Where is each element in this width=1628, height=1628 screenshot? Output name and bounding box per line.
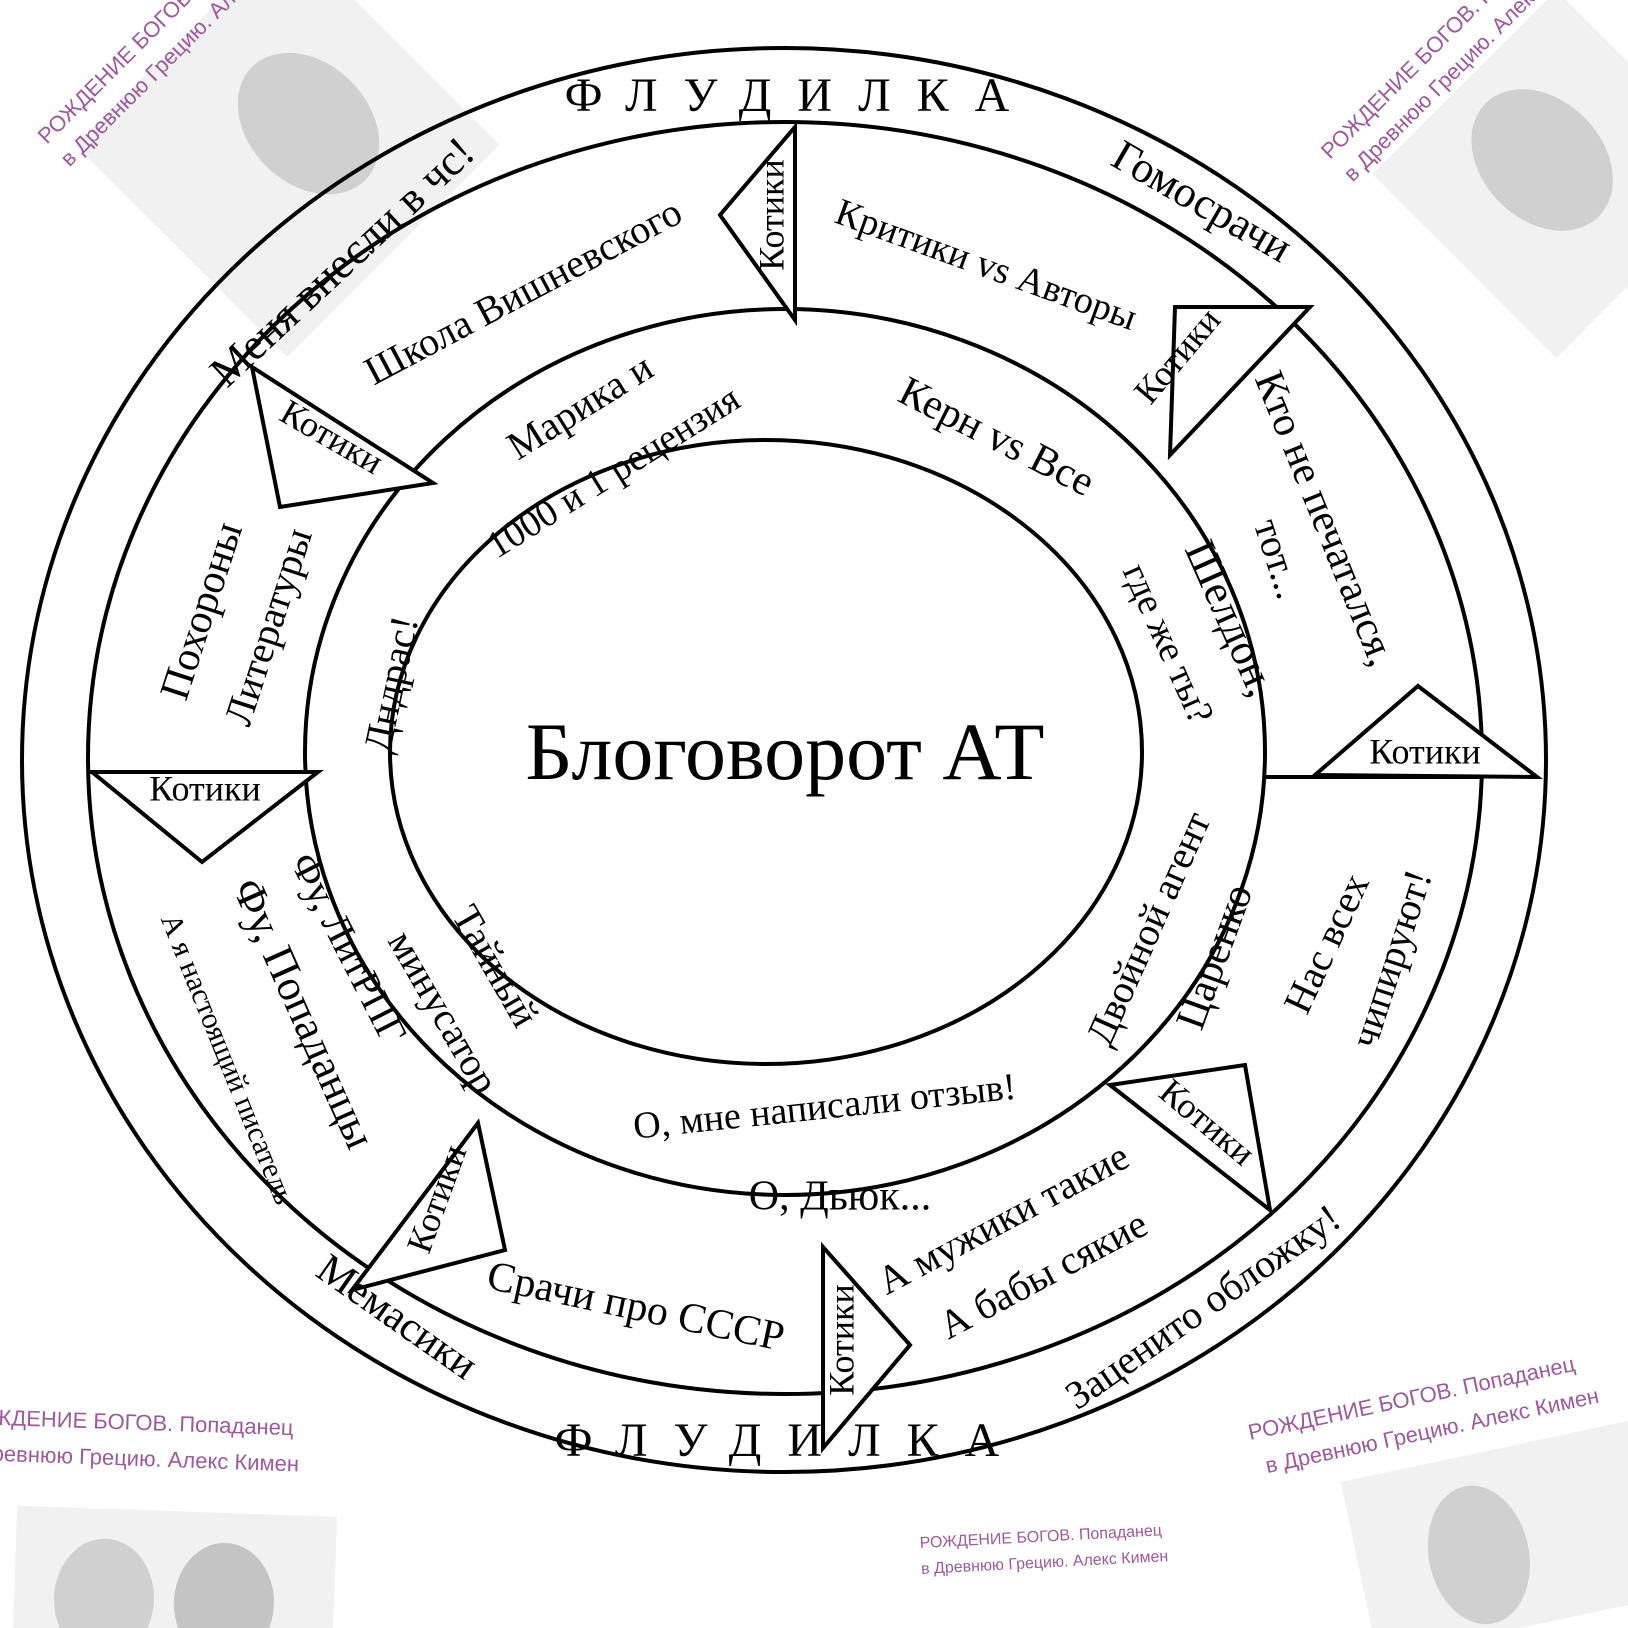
- kotiki-label: Котики: [149, 768, 261, 808]
- background-cover-bottom-left: РОЖДЕНИЕ БОГОВ. Попаданец в Древнюю Грец…: [0, 1404, 338, 1628]
- background-cover-top-right: РОЖДЕНИЕ БОГОВ. Попаданец в Древнюю Грец…: [1316, 0, 1628, 358]
- inner-item: Дндрас!: [354, 612, 427, 756]
- kotiki-triangle: [821, 1241, 913, 1454]
- outer-bottom-label: ФЛУДИЛКА: [555, 1414, 1026, 1467]
- inner-item: О, мне написали отзыв!: [631, 1066, 1018, 1148]
- kotiki-triangle: [1167, 305, 1315, 461]
- diagram-title: Блоговорот АТ: [525, 706, 1044, 797]
- cover-title: РОЖДЕНИЕ БОГОВ. Попаданец: [0, 1404, 294, 1441]
- kotiki-label: Котики: [751, 159, 791, 271]
- outer-top-label: ФЛУДИЛКА: [565, 69, 1036, 122]
- kotiki-triangle: [717, 121, 797, 327]
- inner-item: Керн vs Все: [891, 368, 1101, 506]
- kotiki-triangle: [1105, 1062, 1273, 1215]
- kotiki-label: Котики: [1369, 731, 1481, 771]
- cover-subtitle: в Древнюю Грецию. Алекс Кимен: [0, 1440, 299, 1477]
- dividers: [86, 121, 1543, 1454]
- background-cover-bottom-center: РОЖДЕНИЕ БОГОВ. Попаданец в Древнюю Грец…: [919, 1522, 1168, 1578]
- center-ring: [388, 438, 1144, 1066]
- middle-item: Срачи про СССР: [483, 1253, 788, 1361]
- cover-title: РОЖДЕНИЕ БОГОВ. Попаданец: [919, 1522, 1162, 1552]
- ring-dividers: [88, 770, 1482, 779]
- cover-subtitle: в Древнюю Грецию. Алекс Кимен: [921, 1548, 1169, 1578]
- background-cover-bottom-right: РОЖДЕНИЕ БОГОВ. Попаданец в Древнюю Грец…: [1246, 1351, 1628, 1628]
- kotiki-label: Котики: [821, 1284, 861, 1396]
- kotiki-triangle: [249, 362, 439, 510]
- middle-item: тот...: [1245, 513, 1313, 604]
- background-cover-top-left: РОЖДЕНИЕ БОГОВ. Попаданец в Древнюю Грец…: [33, 0, 500, 357]
- outer-ring: [20, 46, 1548, 1474]
- kotiki-triangle: [346, 1118, 508, 1294]
- outer-item: Гомосрачи: [1104, 130, 1301, 272]
- inner-item: О, Дьюк...: [749, 1174, 931, 1220]
